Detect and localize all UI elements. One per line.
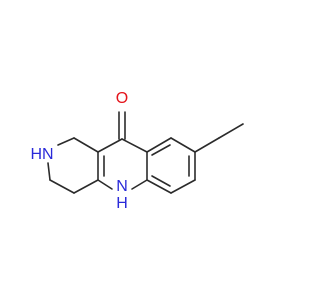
bond-ethyl-1 [194, 137, 220, 153]
bond-c4a-n5 [97, 179, 113, 190]
bond-c9a-c1 [73, 137, 99, 153]
bond-n2-c3 [47, 162, 51, 181]
bond-c4-c4a [73, 179, 99, 194]
bond-ethyl-2 [218, 123, 244, 139]
bond-c9-c8a [121, 138, 148, 153]
ring-nitrogen-symbol: N [116, 178, 128, 195]
oxygen-label: O [116, 90, 128, 107]
bond-c9-c9a [97, 138, 123, 153]
bond-benzene-inner-3 [151, 175, 171, 187]
bond-n5-c5a [131, 179, 148, 190]
bond-c6-c5 [170, 179, 196, 194]
bond-benzene-inner-1 [151, 144, 171, 156]
amine-nh-label: HN [30, 146, 53, 163]
bond-c8a-c8 [146, 137, 172, 153]
bond-c3-c4 [49, 179, 75, 194]
bond-c5-c5a [146, 179, 172, 194]
ring-hydrogen-symbol: H [116, 195, 128, 212]
bond-c8-c7 [170, 137, 196, 153]
bond-c1-n2 [57, 137, 75, 146]
